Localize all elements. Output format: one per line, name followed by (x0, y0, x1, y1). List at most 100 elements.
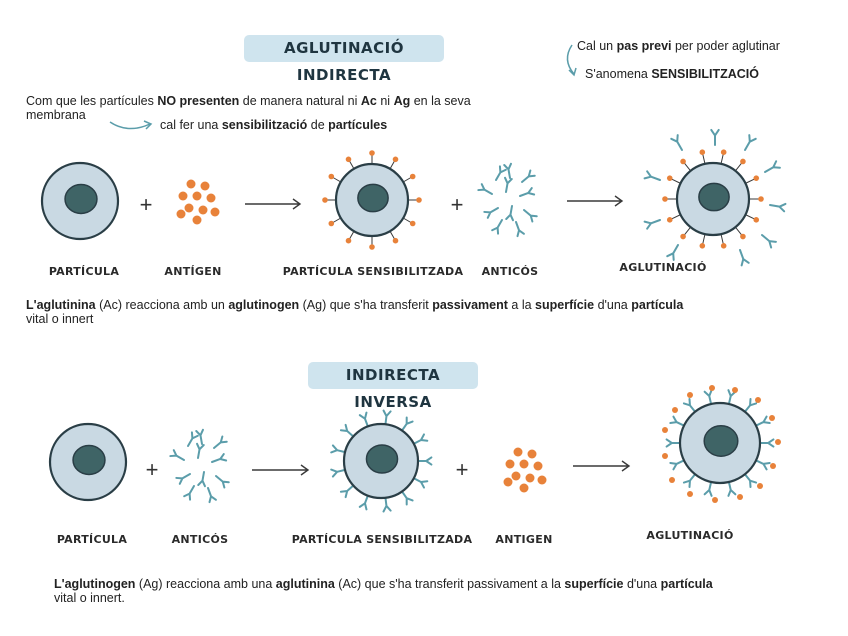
antibody-icon (670, 134, 683, 151)
desc-bold: passivament (432, 298, 508, 312)
antibody-icon (666, 244, 679, 261)
antibody-icon (743, 398, 758, 414)
antigen-dot (192, 191, 202, 201)
antibody-icon (477, 183, 493, 195)
antigen-dot (505, 459, 515, 469)
particle-nucleus (64, 183, 98, 215)
description-line1: L'aglutinina (Ac) reacciona amb un aglut… (26, 298, 683, 312)
antibody-icon (669, 458, 686, 471)
antibody-icon (358, 493, 370, 511)
antigen-dot (409, 173, 416, 180)
label-antigen: ANTIGEN (495, 533, 553, 546)
label-particle: PARTÍCULA (48, 265, 120, 278)
label-antibody: ANTICÓS (481, 265, 539, 278)
reaction-arrow (245, 198, 302, 210)
intro-bold: partícules (328, 118, 388, 132)
antibody-icon (703, 480, 713, 497)
antibody-icon (643, 170, 661, 181)
desc-text: (Ag) reacciona amb una (135, 577, 276, 591)
antibody-icon (382, 495, 392, 513)
antibody-icon (382, 409, 392, 427)
intro-bold: Ac (360, 94, 377, 108)
antibody-icon (519, 187, 536, 197)
antigen-dot (206, 193, 216, 203)
label-agglutination: AGLUTINACIÓ (646, 529, 734, 542)
antigen-dot (513, 447, 523, 457)
antigen-dot (680, 233, 686, 240)
particle-nucleus (365, 444, 399, 474)
antibody-icon (727, 480, 737, 497)
antigen-dot (687, 491, 693, 497)
particle-nucleus (72, 444, 106, 476)
antibody-icon (754, 415, 771, 428)
antigen-dot (740, 233, 746, 240)
antigen-dot (770, 463, 776, 469)
antibody-icon (183, 485, 195, 501)
antibody-icon (358, 411, 370, 429)
antigen-dot (666, 217, 673, 223)
antigen-dot (666, 175, 673, 181)
antigen-dot (662, 427, 668, 433)
antibody-icon (682, 398, 697, 414)
antibody-icon (669, 415, 686, 428)
antigen-dot (184, 203, 194, 213)
desc-text: (Ag) que s'ha transferit (299, 298, 433, 312)
antigen-dot (669, 477, 675, 483)
desc-text: d'una (594, 298, 632, 312)
antigen-dot (712, 497, 718, 503)
antibody-icon (169, 449, 185, 461)
antigen-dot (192, 215, 202, 225)
section1-title: AGLUTINACIÓ INDIRECTA (244, 35, 444, 84)
antigen-dot (740, 158, 746, 165)
antigen-dot (511, 471, 521, 481)
antibody-icon (495, 165, 507, 181)
desc-text: a la (507, 298, 536, 312)
antibody-icon (505, 205, 514, 222)
antigen-dot (210, 207, 220, 217)
label-particle: PARTÍCULA (56, 533, 128, 546)
antigen-dot (519, 483, 529, 493)
note-bold: SENSIBILITZACIÓ (651, 67, 759, 81)
intro-line3: cal fer una sensibilització de partícule… (160, 118, 387, 132)
antigen-dot (720, 242, 727, 249)
intro-bold: NO presenten (157, 94, 240, 108)
intro-bold: Ag (393, 94, 411, 108)
antibody-icon (503, 162, 512, 179)
antigen-dot (409, 220, 416, 227)
desc-bold: superfície (564, 577, 624, 591)
antibody-icon (764, 160, 781, 173)
desc-bold: L'aglutinogen (54, 577, 136, 591)
antigen-dot (525, 473, 535, 483)
intro-curve-arrow (109, 121, 151, 130)
antibody-icon (196, 442, 205, 459)
particle-nucleus (703, 425, 739, 457)
antigen-dot (775, 439, 781, 445)
note-curve-arrow-head (568, 67, 577, 77)
intro-text: ni (376, 94, 394, 108)
intro-line1: Com que les partícules NO presenten de m… (26, 94, 471, 108)
antibody-icon (521, 169, 536, 183)
antibody-icon (195, 428, 204, 445)
note-bold: pas previ (616, 39, 672, 53)
intro-text: de (307, 118, 329, 132)
desc-text: d'una (623, 577, 661, 591)
antibody-icon (491, 219, 503, 235)
reaction-arrow (252, 464, 310, 476)
antigen-dot (662, 196, 668, 202)
antibody-icon (411, 433, 429, 446)
antigen-dot (680, 158, 686, 165)
antigen-dot (176, 209, 186, 219)
sensitization-note-line1: Cal un pas previ per poder aglutinar (577, 39, 780, 53)
antigen-dot (369, 244, 375, 250)
desc-bold: partícula (660, 577, 713, 591)
antibody-icon (175, 473, 191, 485)
antigen-dot (737, 494, 743, 500)
antibody-icon (523, 209, 538, 223)
note-text: per poder aglutinar (671, 39, 780, 53)
antibody-icon (339, 423, 356, 439)
desc-bold: aglutinina (275, 577, 335, 591)
label-sensitized-particle: PARTÍCULA SENSIBILITZADA (291, 533, 473, 546)
desc-bold: L'aglutinina (26, 298, 96, 312)
plus-sign: + (450, 192, 464, 217)
antigen-dot (178, 191, 188, 201)
